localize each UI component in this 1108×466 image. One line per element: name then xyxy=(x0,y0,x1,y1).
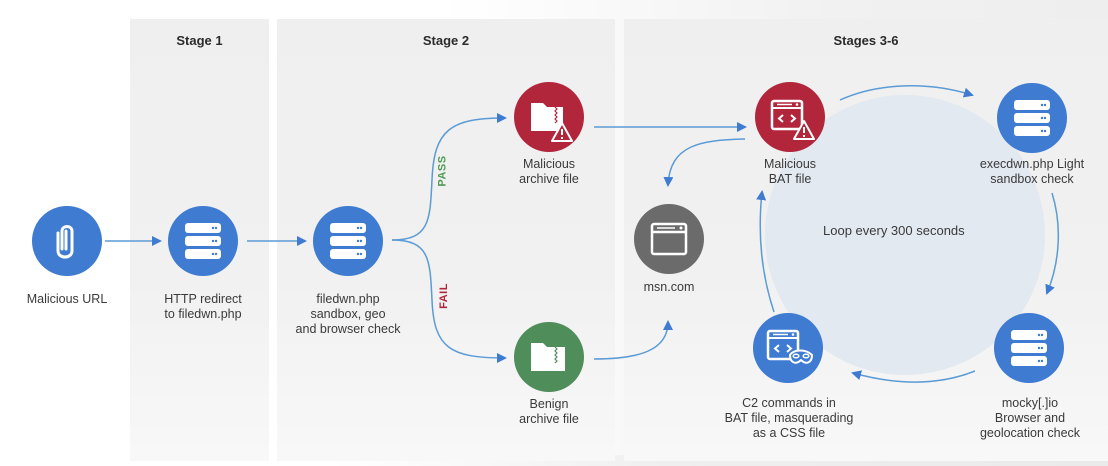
c2-label: C2 commands in BAT file, masquerading as… xyxy=(724,396,854,440)
pass-label: PASS xyxy=(436,155,449,187)
benign-archive-label: Benign archive file xyxy=(519,397,579,426)
arrow-bat-to-msn xyxy=(663,138,746,187)
msn-node[interactable] xyxy=(634,204,704,274)
loop-label: Loop every 300 seconds xyxy=(823,223,965,238)
code-window-mask-icon xyxy=(766,329,813,364)
zip-folder-icon xyxy=(531,343,565,371)
malicious-bat-node[interactable] xyxy=(755,82,825,152)
malicious-archive-label: Malicious archive file xyxy=(519,157,579,186)
stage-2-title: Stage 2 xyxy=(422,33,470,48)
benign-archive-node[interactable] xyxy=(514,322,584,392)
stages-3-6-title: Stages 3-6 xyxy=(833,33,899,48)
msn-label: msn.com xyxy=(643,280,695,294)
mocky-node[interactable] xyxy=(994,313,1064,383)
arrow-bat-to-execdwn xyxy=(839,85,974,101)
c2-node[interactable] xyxy=(753,313,823,383)
arrow-fail xyxy=(391,239,507,363)
paperclip-icon xyxy=(56,225,74,259)
code-window-warning-icon xyxy=(770,99,815,140)
fail-label: FAIL xyxy=(437,283,450,309)
filedwn-label: filedwn.php sandbox, geo and browser che… xyxy=(295,292,401,336)
server-icon xyxy=(185,223,221,259)
zip-folder-warning-icon xyxy=(531,103,573,142)
malicious-url-label: Malicious URL xyxy=(26,292,108,306)
malicious-archive-node[interactable] xyxy=(514,82,584,152)
http-redirect-node[interactable] xyxy=(168,206,238,276)
execdwn-node[interactable] xyxy=(997,83,1067,153)
malicious-url-node[interactable] xyxy=(32,206,102,276)
arrow-c2-to-bat xyxy=(756,190,775,313)
stage-1-title: Stage 1 xyxy=(176,33,223,48)
loop-circle xyxy=(765,95,1045,375)
server-icon xyxy=(1014,100,1050,136)
arrow-execdwn-to-mocky xyxy=(1045,192,1060,295)
arrow-mocky-to-c2 xyxy=(851,370,976,383)
mocky-label: mocky[.]io Browser and geolocation check xyxy=(979,396,1081,440)
filedwn-node[interactable] xyxy=(313,206,383,276)
browser-window-icon xyxy=(650,222,688,256)
server-icon xyxy=(1011,330,1047,366)
malicious-bat-label: Malicious BAT file xyxy=(763,157,817,186)
arrow-benign-to-msn xyxy=(593,320,673,360)
server-icon xyxy=(330,223,366,259)
execdwn-label: execdwn.php Light sandbox check xyxy=(979,157,1085,186)
arrow-pass xyxy=(391,113,507,241)
http-redirect-label: HTTP redirect to filedwn.php xyxy=(164,292,242,321)
